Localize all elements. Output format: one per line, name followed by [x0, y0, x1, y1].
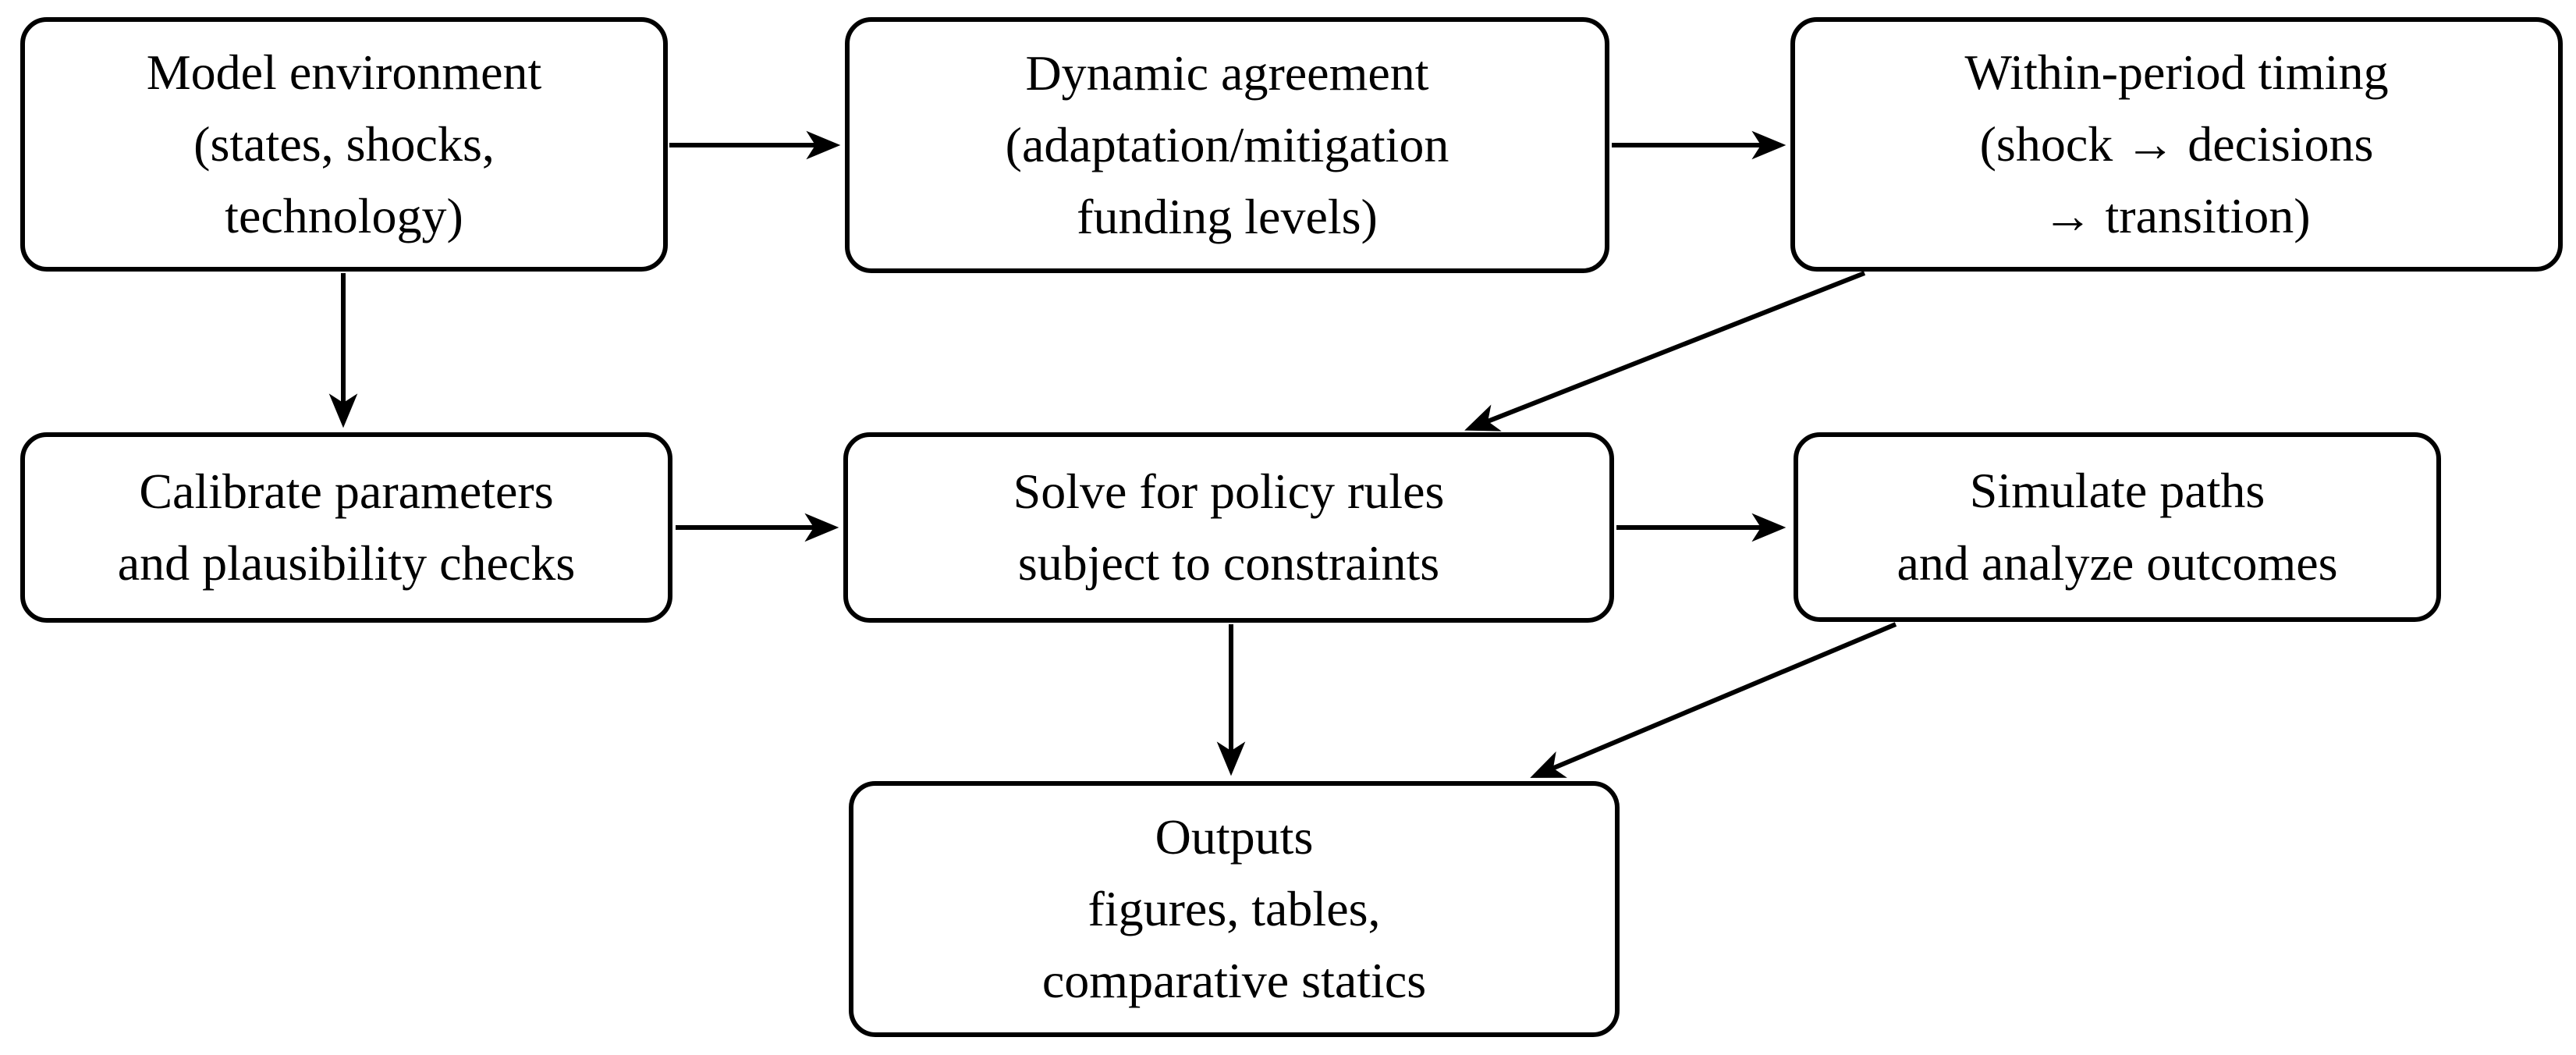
node-model-environment: Model environment (states, shocks, techn…: [20, 17, 668, 272]
node-line: figures, tables,: [1088, 880, 1381, 936]
node-line: → transition): [2042, 188, 2311, 244]
node-outputs: Outputs figures, tables, comparative sta…: [849, 781, 1620, 1037]
node-line: Simulate paths: [1969, 463, 2266, 519]
node-line: subject to constraints: [1017, 535, 1440, 591]
node-line: (states, shocks,: [193, 115, 495, 172]
node-calibrate-parameters: Calibrate parameters and plausibility ch…: [20, 432, 672, 623]
node-line: funding levels): [1077, 189, 1378, 245]
node-solve-policy-rules: Solve for policy rules subject to constr…: [843, 432, 1614, 623]
node-line: technology): [225, 188, 463, 244]
node-line: Within-period timing: [1964, 44, 2389, 100]
node-line: Calibrate parameters: [139, 463, 554, 519]
arrow-simulate-to-outputs: [1530, 622, 1897, 778]
node-line: (shock → decisions: [1979, 115, 2374, 172]
node-line: (adaptation/mitigation: [1005, 116, 1449, 172]
node-line: Dynamic agreement: [1025, 44, 1429, 101]
node-dynamic-agreement: Dynamic agreement (adaptation/mitigation…: [845, 17, 1609, 273]
node-line: Solve for policy rules: [1013, 463, 1445, 519]
node-line: and analyze outcomes: [1897, 535, 2338, 591]
node-line: Model environment: [146, 44, 542, 100]
node-within-period-timing: Within-period timing (shock → decisions …: [1790, 17, 2563, 272]
node-simulate-paths: Simulate paths and analyze outcomes: [1794, 432, 2441, 622]
node-line: Outputs: [1155, 808, 1314, 865]
node-line: and plausibility checks: [117, 535, 576, 591]
arrow-timing-to-solve: [1464, 271, 1866, 432]
node-line: comparative statics: [1041, 953, 1427, 1009]
